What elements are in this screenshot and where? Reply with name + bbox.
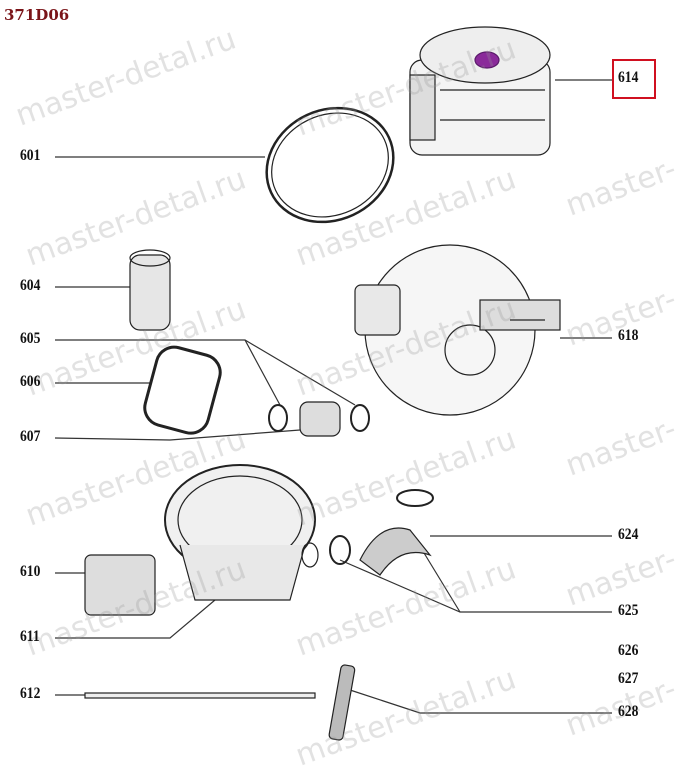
label-625[interactable]: 625 bbox=[618, 602, 639, 619]
label-624[interactable]: 624 bbox=[618, 526, 639, 543]
label-605[interactable]: 605 bbox=[20, 330, 41, 347]
label-610[interactable]: 610 bbox=[20, 563, 41, 580]
part-625-clamp bbox=[329, 535, 351, 565]
highlight-box-614 bbox=[612, 59, 656, 99]
label-606[interactable]: 606 bbox=[20, 373, 41, 390]
label-604[interactable]: 604 bbox=[20, 277, 41, 294]
part-612-rod bbox=[84, 692, 316, 699]
part-605-clamp bbox=[268, 404, 288, 432]
part-628-hose bbox=[328, 664, 356, 741]
label-614[interactable]: 614 bbox=[618, 69, 639, 86]
label-612[interactable]: 612 bbox=[20, 685, 41, 702]
part-606-seal bbox=[143, 345, 222, 435]
label-627[interactable]: 627 bbox=[618, 670, 639, 687]
part-601-gasket-ring bbox=[265, 106, 395, 224]
leader-lines bbox=[54, 79, 612, 714]
label-607[interactable]: 607 bbox=[20, 428, 41, 445]
label-611[interactable]: 611 bbox=[20, 628, 40, 645]
diagram-code: 371D06 bbox=[4, 6, 70, 24]
label-601[interactable]: 601 bbox=[20, 147, 41, 164]
part-611-sump bbox=[164, 464, 316, 601]
part-604-filter bbox=[129, 249, 171, 331]
part-605-clamp bbox=[350, 404, 370, 432]
part-607-hose bbox=[299, 401, 341, 437]
part-614-circulation-pump bbox=[409, 26, 551, 156]
label-618[interactable]: 618 bbox=[618, 327, 639, 344]
label-626[interactable]: 626 bbox=[618, 642, 639, 659]
part-610-drain-pump bbox=[84, 554, 156, 616]
part-625-hose bbox=[359, 527, 432, 576]
part-624-clamp bbox=[396, 489, 434, 507]
label-628[interactable]: 628 bbox=[618, 703, 639, 720]
part-618-heater-housing bbox=[354, 244, 561, 416]
